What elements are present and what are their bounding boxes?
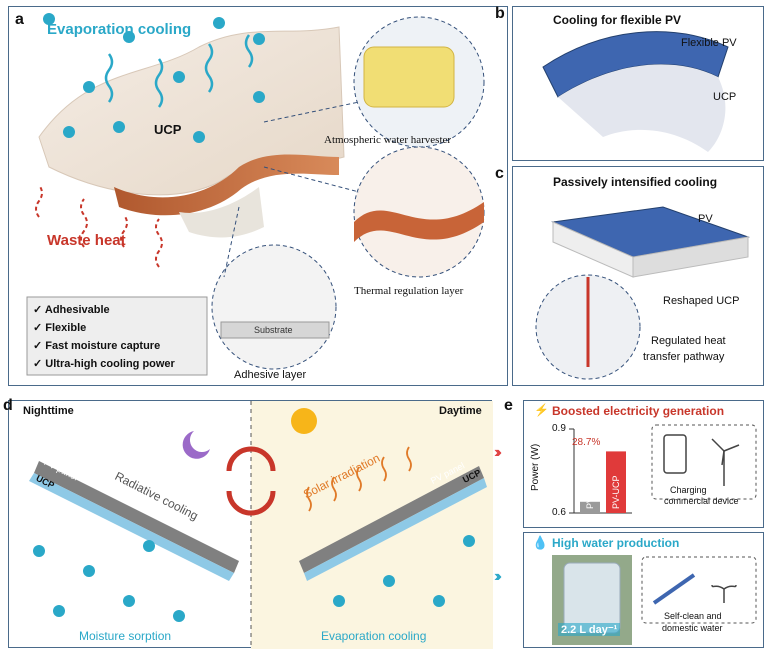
pv-label: PV [698,213,713,225]
lightning-icon: ⚡ [534,403,549,417]
plant-icon [711,584,737,603]
panel-letter-c: c [495,165,504,182]
phone-icon [663,434,687,474]
percent-label: 28.7% [572,437,601,448]
sun-icon [291,408,317,434]
atmospheric-label: Atmospheric water harvester [324,134,452,146]
device-box [651,424,757,500]
pathway-label-2: transfer pathway [643,351,725,363]
water-drop-icon: 💧 [532,535,549,550]
panel-letter-e: e [504,397,513,414]
selfclean-box [641,556,757,624]
day-pv-panel [299,466,484,573]
thermal-label: Thermal regulation layer [354,285,464,297]
night-pv-panel [34,461,239,573]
feature-item: ✓ Ultra-high cooling power [33,358,175,370]
chevron-red-icon: ››› [494,444,502,461]
substrate-bar [220,321,330,339]
panel-letter-a: a [15,11,24,28]
features-box [26,296,208,376]
water-title: High water production [552,536,680,550]
pathway-label-1: Regulated heat [651,335,726,347]
panel-letter-b: b [495,5,505,22]
panel-c-title: Passively intensified cooling [553,175,718,189]
selfclean-label-2: domestic water [662,623,723,633]
nighttime-label: Nighttime [23,405,74,417]
water-value-label: 2.2 L day⁻¹ [558,623,621,636]
feature-item: ✓ Flexible [33,322,87,334]
ytick-0-6: 0.6 [552,507,566,518]
thermal-layer-strip [114,154,339,216]
bar-label-pv: PV [585,497,595,509]
ytick-0-9: 0.9 [552,423,566,434]
charging-label-1: Charging [670,485,707,495]
panel-e-electricity: PV PV-UCP e ⚡ Boosted electricity generat… [504,397,764,528]
feature-item: ✓ Adhesivable [33,304,110,316]
zoom-circle-adhesive [211,244,337,370]
waste-heat-label: Waste heat [47,232,126,249]
panel-a: a Evaporation cooling UCP Waste heat Atm… [8,6,508,386]
ucp-curve [558,64,726,152]
cycle-arrows [226,446,276,472]
mini-panel-icon [652,573,696,605]
panel-b-ucp-label: UCP [713,91,737,103]
panel-d-art [29,401,493,649]
wind-turbine-icon [711,438,740,486]
chart-ylabel: Power (W) [530,443,541,491]
power-bar-chart: PV PV-UCP [569,424,757,514]
feature-item: ✓ Fast moisture capture [33,340,161,352]
ucp-sheet [38,26,345,196]
bar-label-pv-ucp: PV-UCP [611,475,621,509]
substrate-label: Substrate [254,325,293,335]
reshaped-ucp-label: Reshaped UCP [663,295,740,307]
night-ucp-layer [29,473,234,581]
bar-pv-ucp [606,451,626,513]
daytime-label: Daytime [439,405,482,417]
moisture-sorption-label: Moisture sorption [79,629,172,643]
bar-pv [580,501,600,513]
panel-c: c Passively intensified cooling PV Resha… [495,165,764,386]
day-ucp-layer [304,478,487,581]
features-list: ✓ Adhesivable ✓ Flexible ✓ Fast moisture… [33,301,175,373]
panel-letter-d: d [3,397,13,414]
panel-a-art [26,13,485,376]
panel-d: d Nighttime Daytime Radiative cooling So… [3,397,493,649]
evaporation-cooling-label-d: Evaporation cooling [321,629,427,643]
harvester-sponge [363,46,455,108]
panel-b: b Cooling for flexible PV Flexible PV UC… [495,5,764,161]
ucp-label: UCP [154,122,182,137]
chevron-blue-icon: ››› [494,568,502,585]
panel-e-water: 💧 High water production 2.2 L day⁻¹ Self… [523,532,764,648]
adhesive-layer-strip [179,187,264,238]
moon-icon [182,431,210,459]
charging-label-2: commercial device [664,496,739,506]
evaporation-cooling-label: Evaporation cooling [47,21,192,38]
panel-b-art [542,31,729,152]
electricity-title: Boosted electricity generation [552,404,725,418]
thermal-wave [354,202,484,242]
flexible-pv-label: Flexible PV [681,37,737,49]
selfclean-label-1: Self-clean and [664,611,722,621]
panel-c-art [535,206,750,380]
panel-b-title: Cooling for flexible PV [553,13,682,27]
adhesive-label: Adhesive layer [234,369,307,381]
